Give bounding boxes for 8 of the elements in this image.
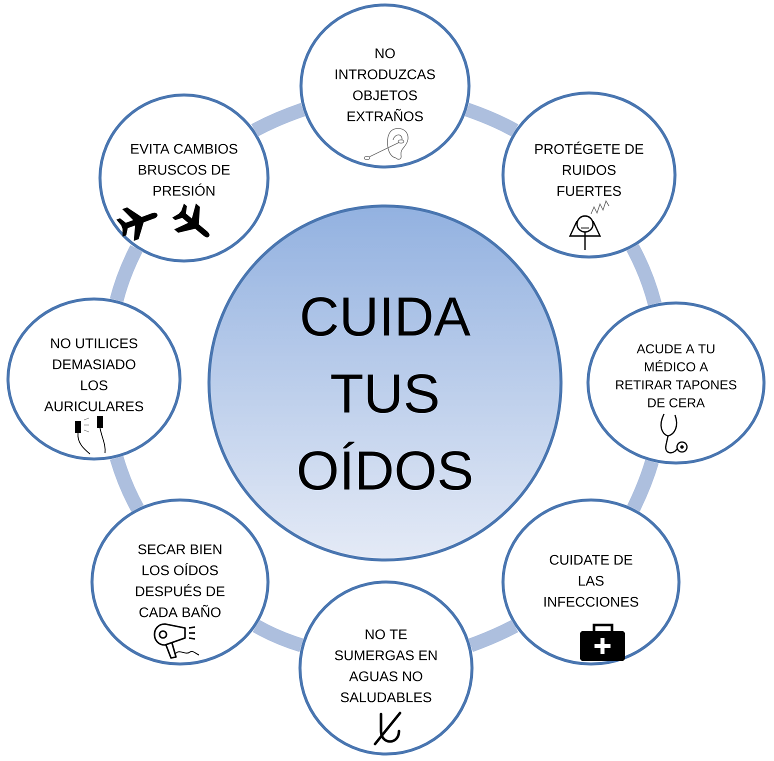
ring-arc [626, 244, 662, 306]
ring-arc [110, 456, 144, 512]
ring-arc [464, 102, 518, 137]
ring-arc [251, 102, 306, 137]
ring-arc [252, 620, 304, 652]
ring-arc [468, 620, 518, 652]
ring-arc [110, 245, 143, 302]
ring-arc [627, 459, 659, 512]
